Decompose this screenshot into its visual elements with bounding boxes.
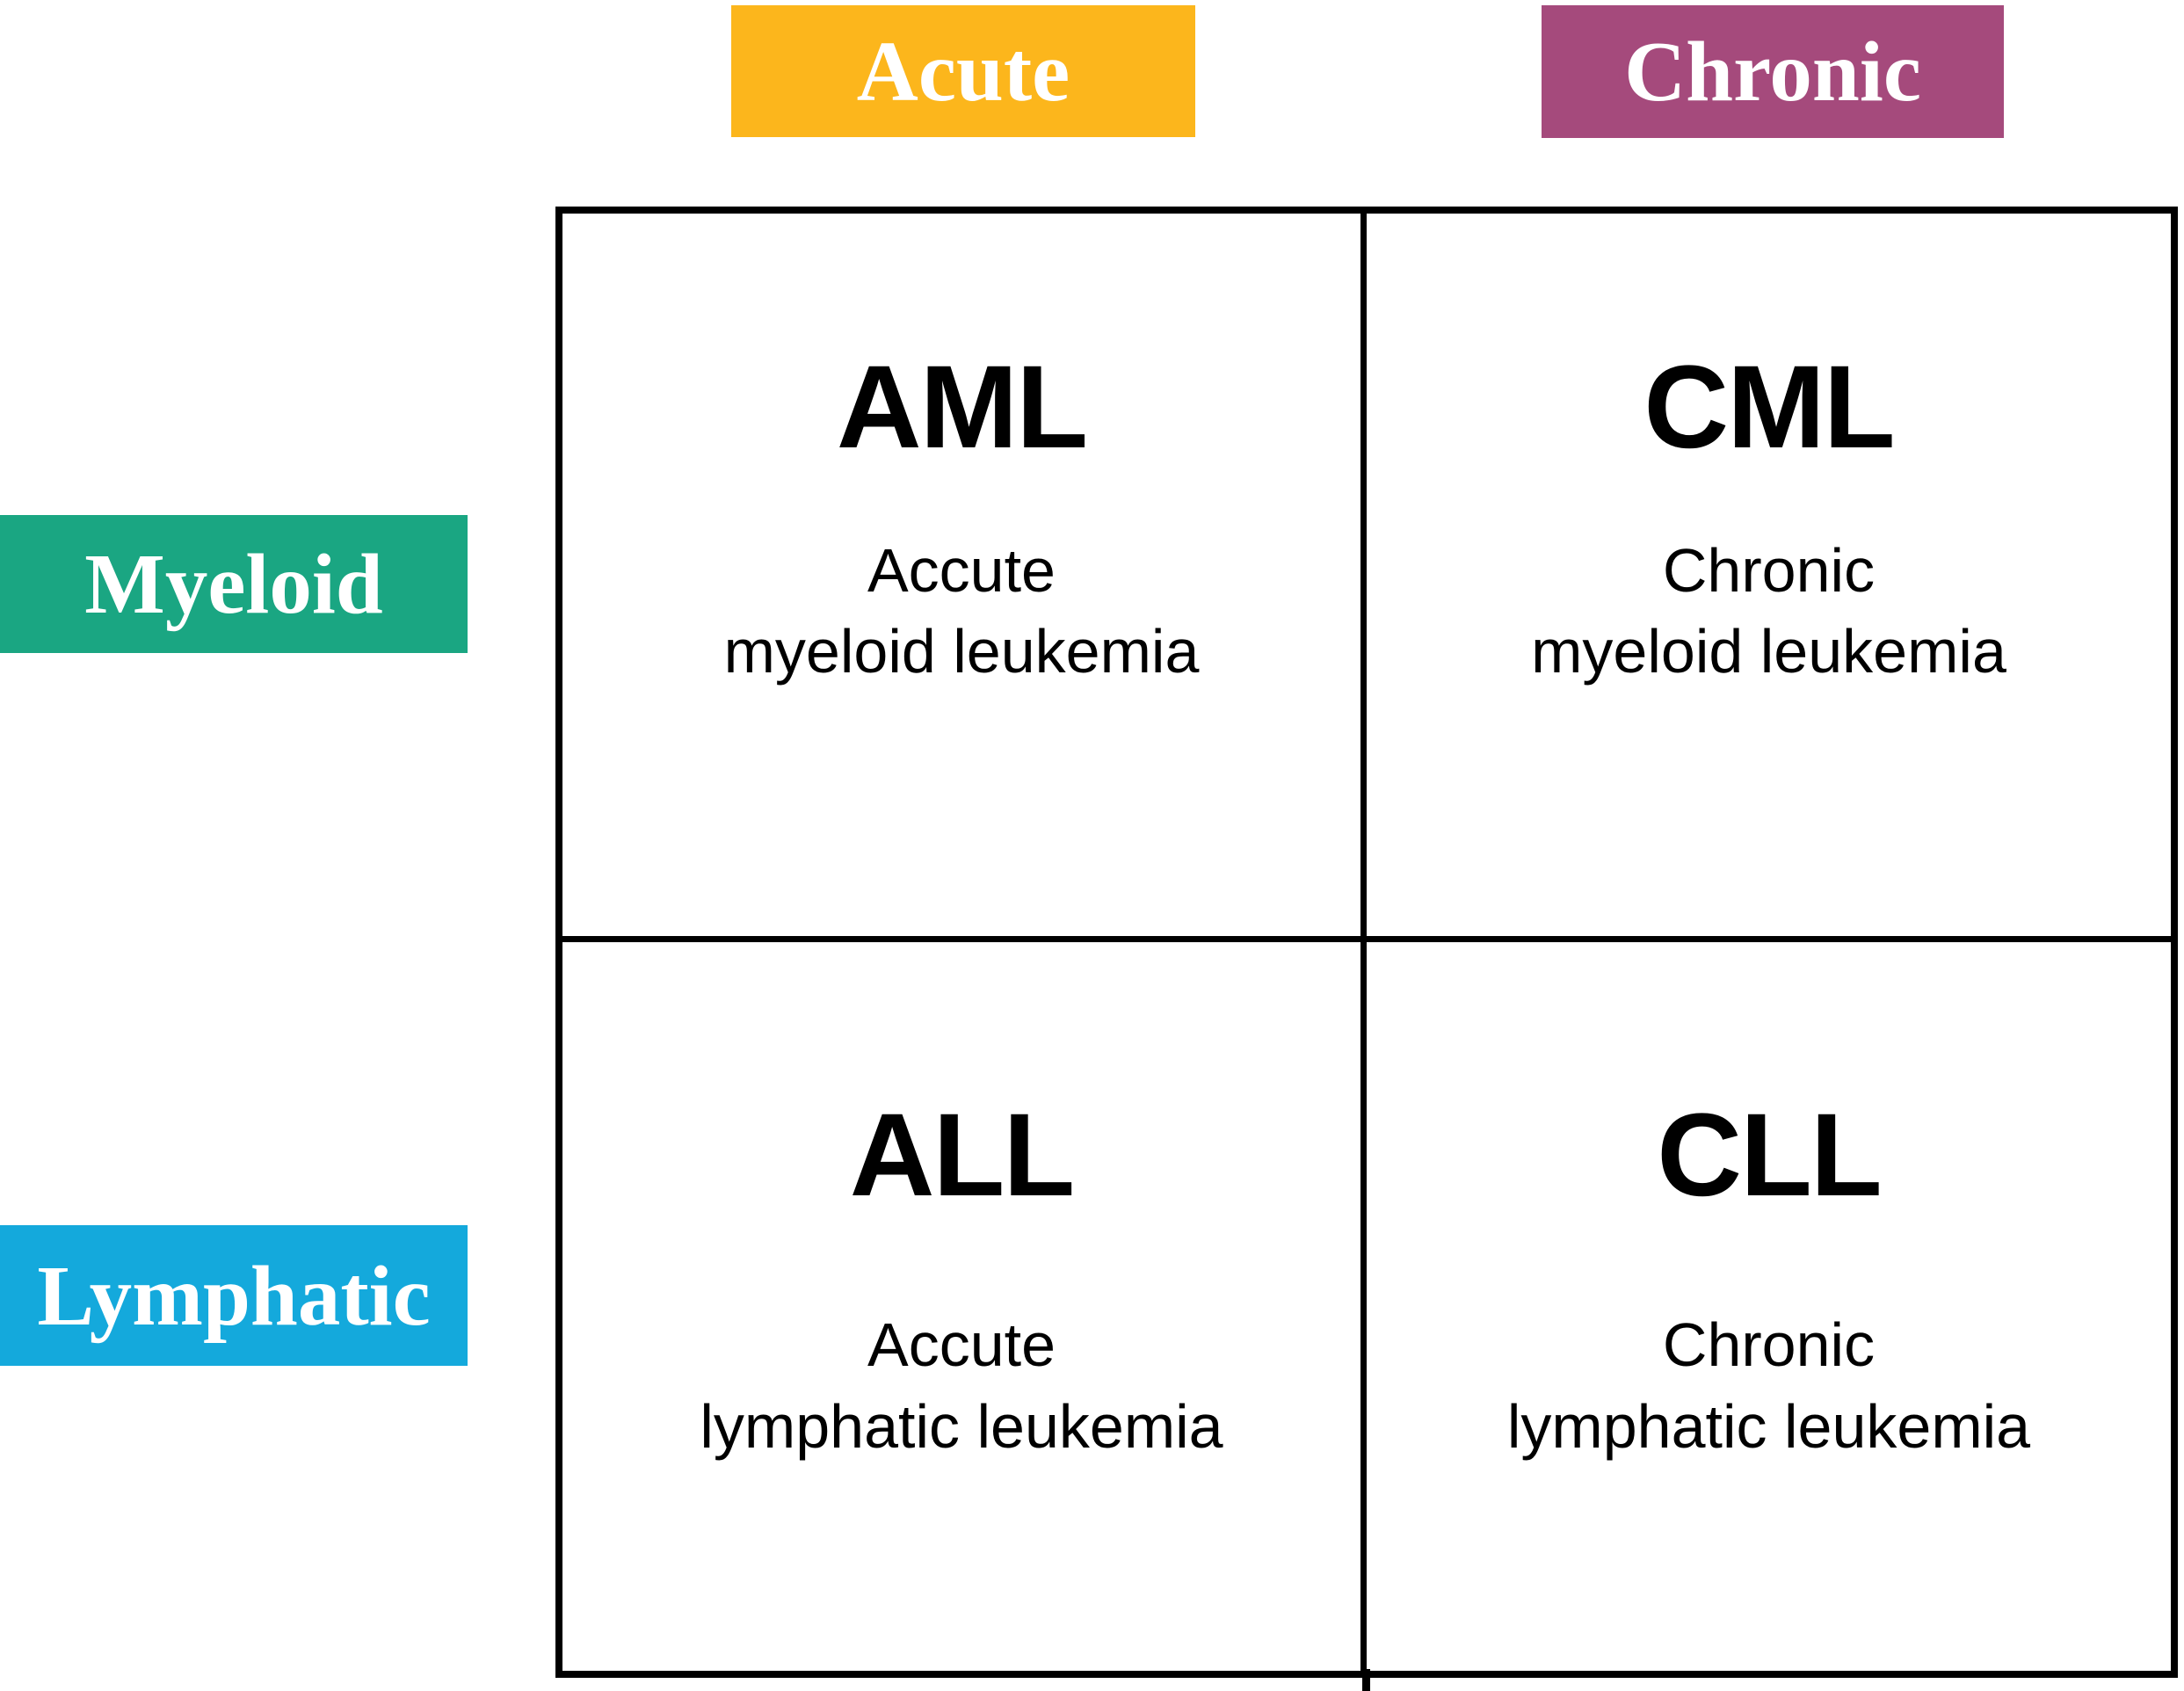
cell-all-abbreviation: ALL [849, 1090, 1075, 1222]
cell-cml-name-line1: Chronic [1662, 535, 1876, 605]
cell-all-name-line2: lymphatic leukemia [700, 1391, 1223, 1461]
column-header-acute-label: Acute [856, 24, 1070, 119]
cell-aml-name-line2: myeloid leukemia [723, 617, 1200, 686]
cell-aml-full-name: Accute myeloid leukemia [724, 530, 1200, 693]
cell-cml-full-name: Chronic myeloid leukemia [1531, 530, 2006, 693]
cell-cml-name-line2: myeloid leukemia [1531, 617, 2006, 686]
column-header-chronic: Chronic [1542, 5, 2004, 138]
row-header-lymphatic-label: Lymphatic [37, 1248, 431, 1343]
row-header-myeloid: Myeloid [0, 515, 468, 653]
column-header-acute: Acute [731, 5, 1195, 137]
cell-aml: AML Accute myeloid leukemia [562, 214, 1367, 942]
cell-all: ALL Accute lymphatic leukemia [562, 942, 1367, 1671]
cell-cml-content: CML Chronic myeloid leukemia [1531, 341, 2006, 693]
cell-aml-name-line1: Accute [867, 535, 1056, 605]
cell-aml-content: AML Accute myeloid leukemia [724, 341, 1200, 693]
column-header-chronic-label: Chronic [1624, 25, 1921, 119]
cell-cml: CML Chronic myeloid leukemia [1367, 214, 2171, 942]
cell-aml-abbreviation: AML [836, 341, 1088, 473]
cell-cll-full-name: Chronic lymphatic leukemia [1507, 1304, 2030, 1467]
cell-all-name-line1: Accute [867, 1310, 1056, 1380]
center-divider-overhang [1362, 1669, 1370, 1691]
cell-cll-abbreviation: CLL [1657, 1090, 1882, 1222]
cell-all-content: ALL Accute lymphatic leukemia [700, 1097, 1223, 1467]
classification-grid: AML Accute myeloid leukemia CML Chronic … [555, 207, 2178, 1678]
row-header-myeloid-label: Myeloid [84, 537, 383, 631]
cell-cll-name-line1: Chronic [1662, 1310, 1876, 1380]
row-header-lymphatic: Lymphatic [0, 1225, 468, 1366]
cell-cll-content: CLL Chronic lymphatic leukemia [1507, 1097, 2030, 1467]
cell-cml-abbreviation: CML [1643, 341, 1895, 473]
cell-all-full-name: Accute lymphatic leukemia [700, 1304, 1223, 1467]
cell-cll: CLL Chronic lymphatic leukemia [1367, 942, 2171, 1671]
cell-cll-name-line2: lymphatic leukemia [1506, 1391, 2031, 1461]
